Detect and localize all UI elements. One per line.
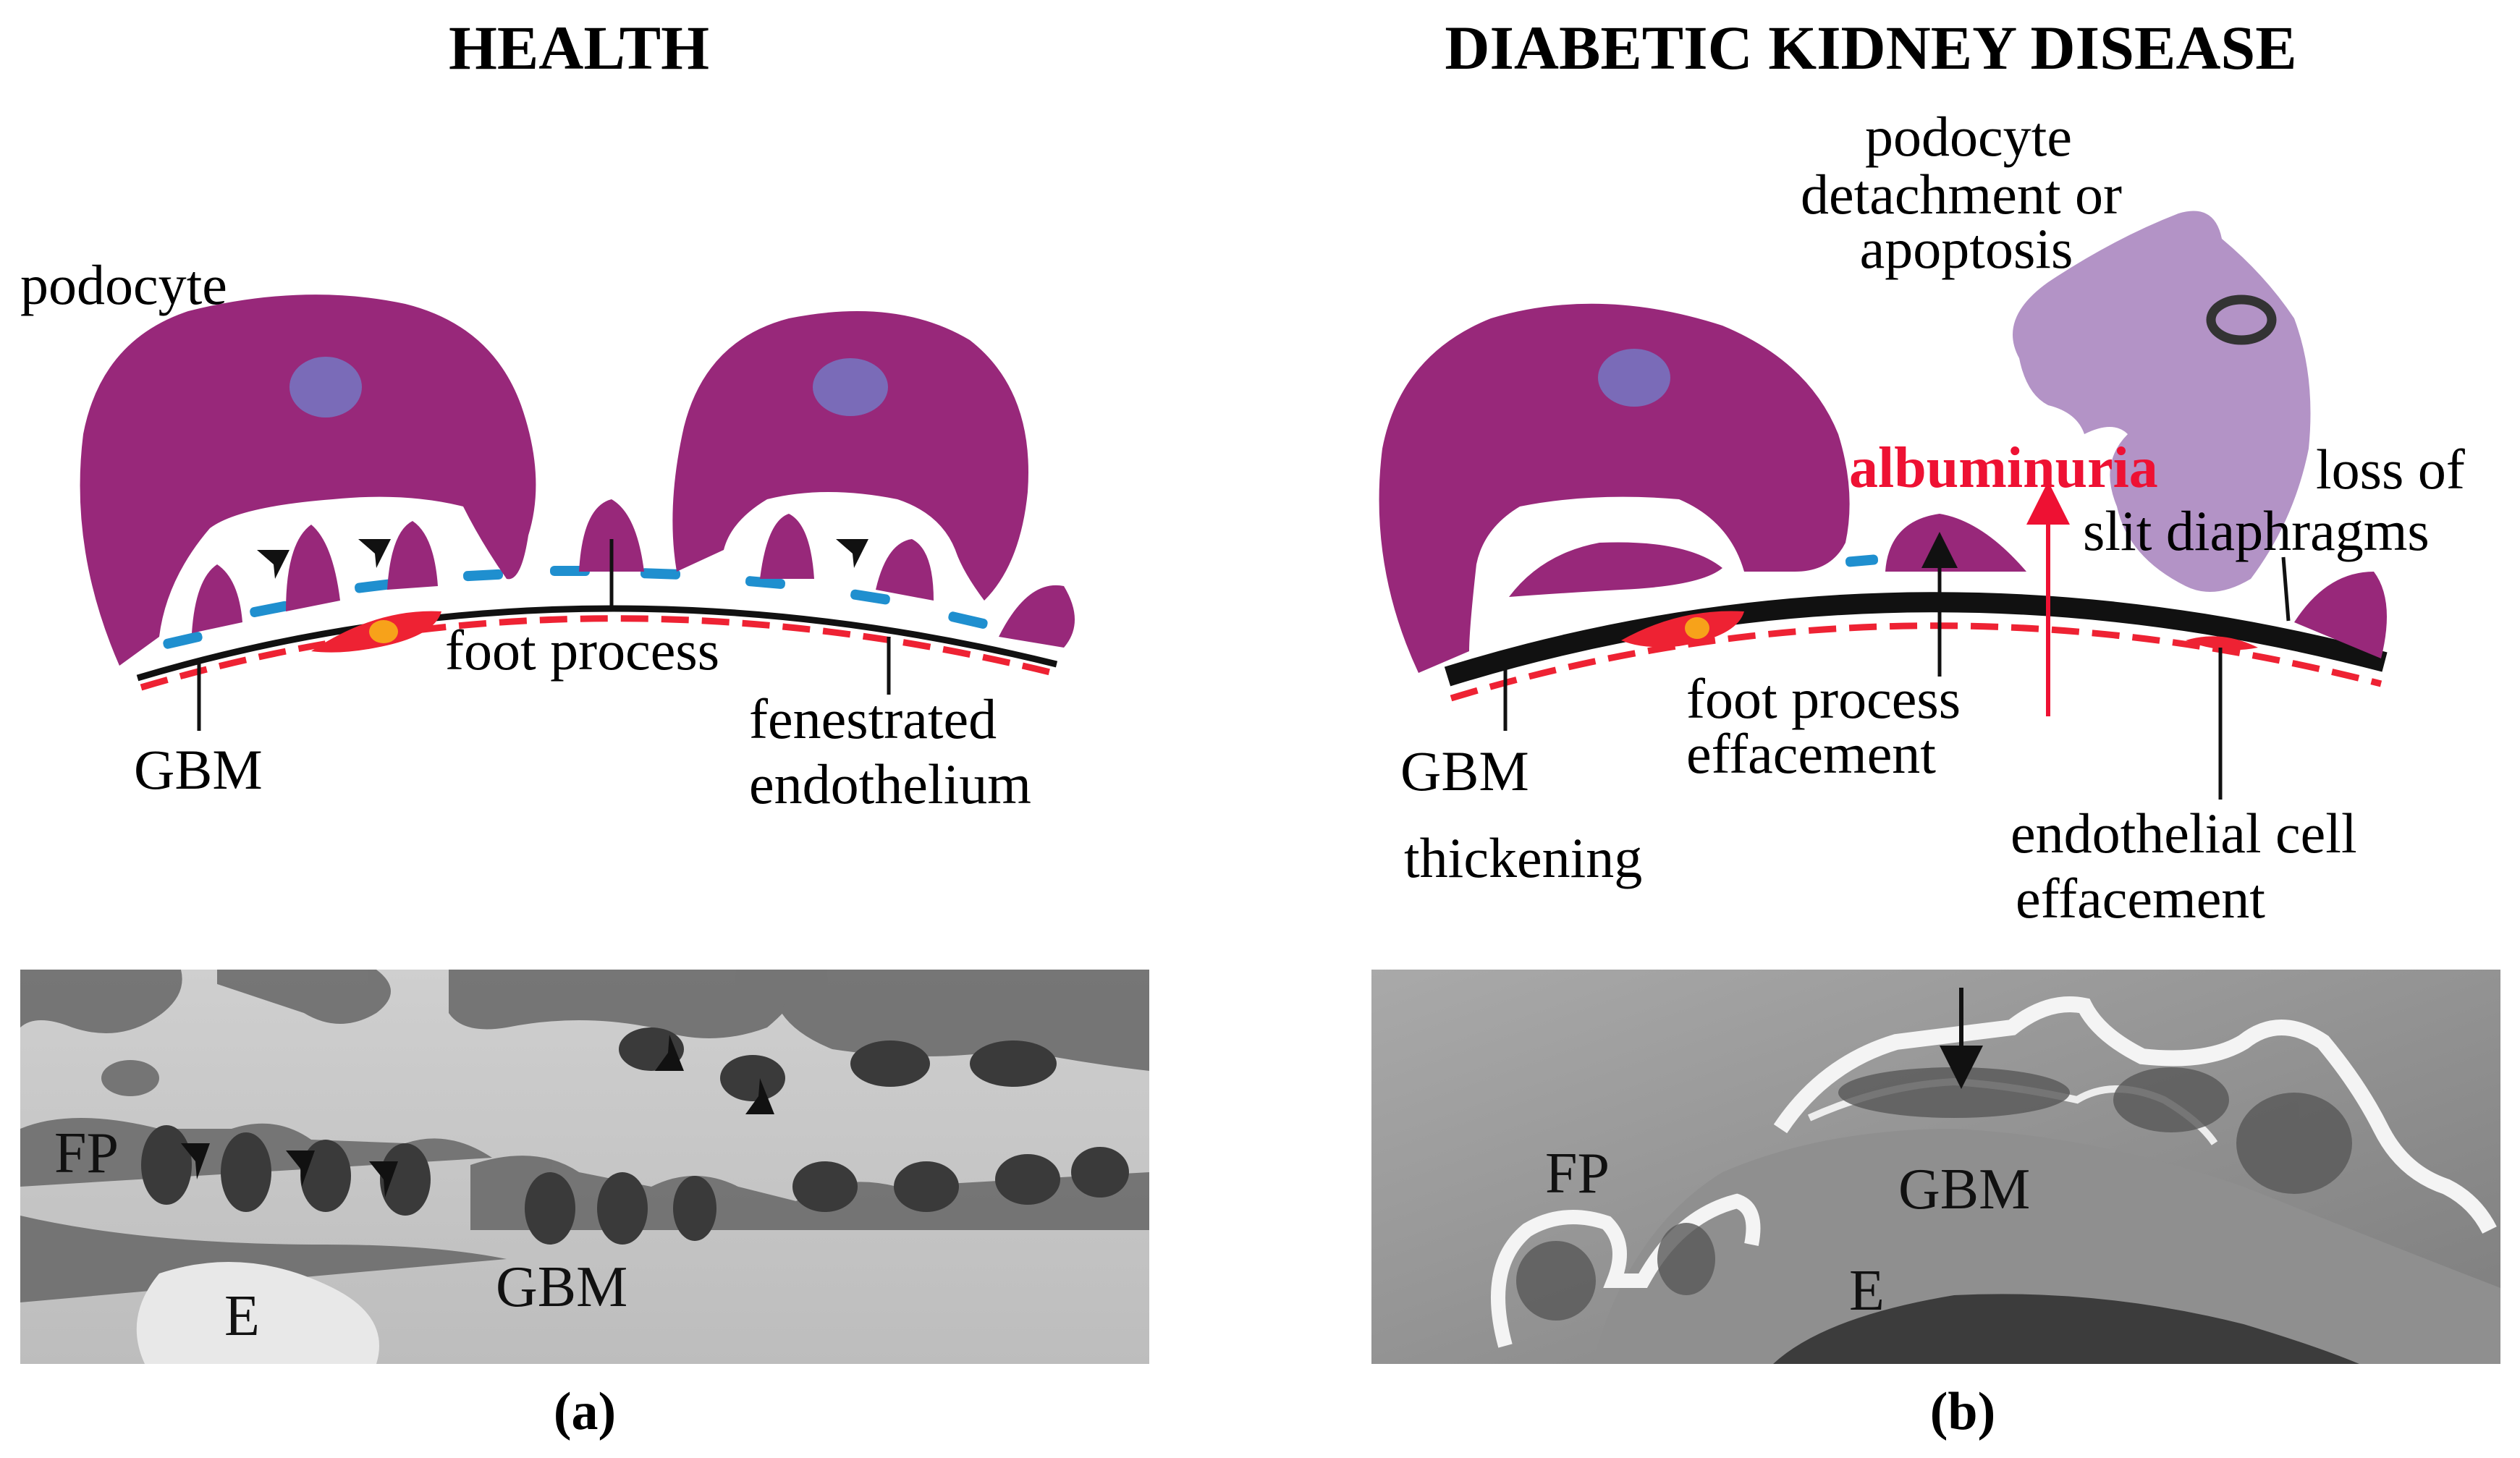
label-detach-1: podocyte	[1865, 105, 2072, 168]
endothelial-cell-dkd	[1621, 611, 1744, 648]
endothelial-flat-cell	[2186, 636, 2258, 650]
dkd-diagram: albuminuria podocyte detachment or apopt…	[1379, 105, 2465, 930]
detached-podocyte-nucleus	[2206, 294, 2277, 345]
em-label-fp-right: FP	[1545, 1142, 1610, 1205]
podocyte-left-nucleus	[289, 357, 362, 418]
gbm-line	[136, 605, 1058, 682]
label-gbm: GBM	[134, 738, 263, 801]
label-thickening: thickening	[1404, 826, 1642, 889]
label-fenestrated: fenestrated	[749, 687, 997, 750]
foot-processes-right	[760, 514, 1075, 648]
dkd-slit-remnant	[1845, 554, 1879, 567]
panel-label-a: (a)	[554, 1382, 616, 1441]
title-health: HEALTH	[449, 13, 709, 82]
pointer-slit-diaphragms	[2281, 556, 2291, 622]
rbc-core-dkd	[1685, 617, 1709, 639]
label-detach-2: detachment or	[1801, 163, 2122, 226]
title-dkd: DIABETIC KIDNEY DISEASE	[1445, 13, 2296, 82]
em-label-gbm-right: GBM	[1898, 1158, 2030, 1221]
dkd-remaining-foot-process	[2294, 572, 2387, 658]
micrograph-dkd: FP GBM E	[1371, 970, 2500, 1364]
dkd-podocyte-nucleus	[1598, 349, 1670, 407]
panel-label-b: (b)	[1930, 1382, 1995, 1441]
rbc-core	[369, 620, 398, 643]
central-foot-process	[579, 499, 644, 572]
podocyte-right-nucleus	[813, 358, 888, 416]
label-endo-2: effacement	[2016, 867, 2265, 930]
micrograph-health: FP E GBM	[20, 970, 1149, 1364]
podocyte-right	[672, 311, 1028, 601]
label-albuminuria: albuminuria	[1849, 436, 2158, 500]
podocyte-left	[80, 294, 536, 666]
label-endothelium: endothelium	[749, 753, 1031, 815]
label-detach-3: apoptosis	[1860, 217, 2073, 280]
em-label-e-left: E	[224, 1284, 260, 1348]
endothelium-dashed-line-dkd	[1450, 622, 2382, 702]
label-slit-diaphragms: slit diaphragms	[2083, 499, 2430, 562]
label-endo-1: endothelial cell	[2010, 802, 2357, 865]
dkd-effaced-foot-process-left	[1509, 542, 1722, 597]
label-fp-effacement-1: foot process	[1686, 667, 1961, 730]
dkd-podocyte	[1379, 303, 1850, 673]
slit-diaphragms	[163, 566, 988, 649]
label-foot-process: foot process	[445, 619, 719, 682]
label-loss-of: loss of	[2316, 438, 2465, 501]
slit-arrowheads-left	[257, 539, 868, 579]
endothelium-dashed-line	[140, 615, 1054, 691]
label-podocyte: podocyte	[20, 253, 227, 316]
foot-processes-left	[192, 521, 438, 633]
health-diagram: podocyte foot process GBM fenestrated en…	[20, 253, 1075, 815]
label-fp-effacement-2: effacement	[1686, 722, 1936, 785]
dkd-effaced-foot-process	[1885, 514, 2026, 572]
detached-podocyte	[2013, 211, 2311, 592]
thick-gbm	[1444, 592, 2388, 687]
em-label-gbm-left: GBM	[496, 1255, 627, 1319]
em-label-fp-left: FP	[54, 1122, 119, 1185]
label-gbm-dkd: GBM	[1400, 739, 1529, 802]
em-label-e-right: E	[1849, 1259, 1885, 1323]
